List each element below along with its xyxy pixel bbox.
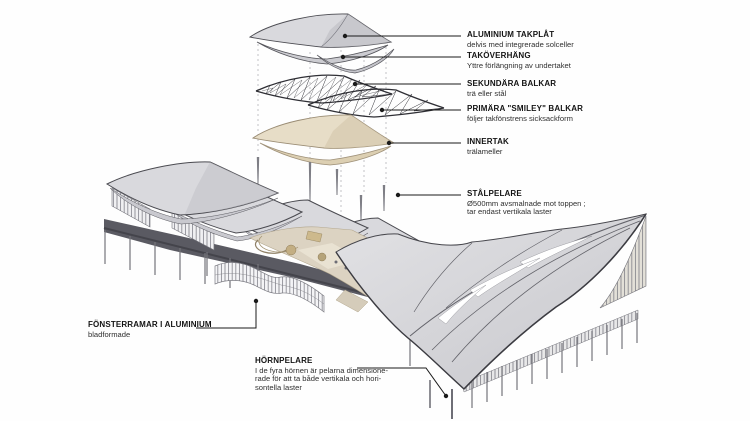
label-desc: Ø500mm avsmalnade mot toppen ; tar endas…: [467, 198, 586, 217]
label-desc: Yttre förlängning av undertaket: [467, 60, 571, 70]
exploded-inner-ceiling-layer: [251, 114, 396, 166]
label-desc: följer takfönstrens sicksackform: [467, 113, 573, 123]
hanging-steel-columns: [256, 157, 386, 222]
roof-overhang-strip: [256, 41, 389, 65]
corner-columns: [429, 380, 453, 419]
label-title: STÅLPELARE: [467, 189, 522, 198]
leader-lines: [196, 33, 461, 399]
label-title: ALUMINIUM TAKPLÅT: [467, 30, 555, 39]
label-innertak: INNERTAK trälameller: [467, 137, 657, 156]
label-desc: trälameller: [467, 146, 503, 156]
label-title: SEKUNDÄRA BALKAR: [467, 79, 557, 88]
right-wing: [335, 213, 648, 408]
label-aluminium-takplat: ALUMINIUM TAKPLÅT delvis med integrerade…: [467, 30, 657, 49]
label-title: INNERTAK: [467, 137, 509, 146]
label-takoverhang: TAKÖVERHÄNG Yttre förlängning av underta…: [467, 51, 657, 70]
label-desc: delvis med integrerade solceller: [467, 39, 574, 49]
floor-furniture: [254, 230, 348, 270]
label-desc: trä eller stål: [467, 88, 507, 98]
right-wing-columns: [409, 313, 638, 408]
exploded-secondary-beams-layer: [255, 74, 445, 118]
label-title: TAKÖVERHÄNG: [467, 51, 531, 60]
label-desc: bladformade: [88, 329, 131, 339]
exploded-aluminium-roof-layer: [248, 13, 395, 74]
label-stalpelare: STÅLPELARE Ø500mm avsmalnade mot toppen …: [467, 189, 657, 217]
label-fonsterramar: FÖNSTERRAMAR I ALUMINIUM bladformade: [88, 320, 278, 339]
label-sekundara-balkar: SEKUNDÄRA BALKAR trä eller stål: [467, 79, 657, 98]
right-wing-skylight-slits: [437, 235, 593, 325]
label-desc: I de fyra hörnen är pelarna dimensione- …: [255, 365, 388, 393]
label-title: FÖNSTERRAMAR I ALUMINIUM: [88, 320, 212, 329]
exploded-window-frame-band: [214, 262, 325, 313]
label-title: PRIMÄRA "SMILEY" BALKAR: [467, 104, 584, 113]
label-title: HÖRNPELARE: [255, 356, 313, 365]
label-primara-balkar: PRIMÄRA "SMILEY" BALKAR följer takfönstr…: [467, 104, 657, 123]
label-hornpelare: HÖRNPELARE I de fyra hörnen är pelarna d…: [255, 356, 445, 393]
